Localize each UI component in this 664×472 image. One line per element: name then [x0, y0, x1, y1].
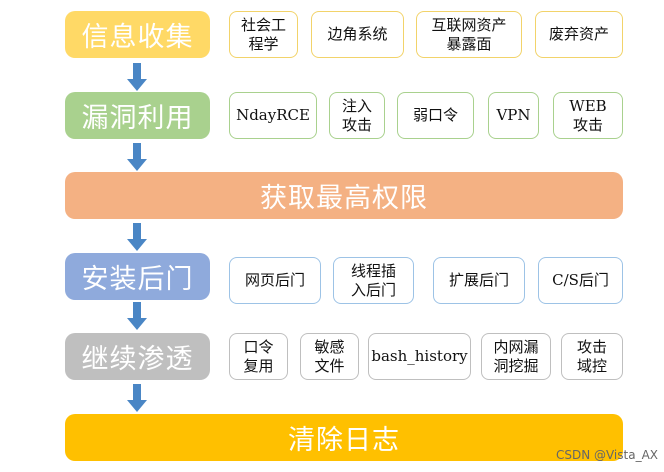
stage-lateral-movement: 继续渗透 — [65, 333, 210, 380]
item-injection-attack: 注入 攻击 — [329, 92, 385, 139]
item-cs-backdoor: C/S后门 — [538, 257, 623, 304]
item-bash-history: bash_history — [368, 333, 471, 380]
down-arrow-icon — [127, 302, 147, 330]
item-thread-injection-backdoor: 线程插 入后门 — [333, 257, 414, 304]
item-social-engineering: 社会工 程学 — [229, 11, 298, 58]
item-attack-domain-controller: 攻击 域控 — [561, 333, 623, 380]
item-sensitive-files: 敏感 文件 — [300, 333, 359, 380]
stage-exploitation: 漏洞利用 — [65, 92, 210, 139]
item-web-attack: WEB 攻击 — [553, 92, 623, 139]
down-arrow-icon — [127, 63, 147, 91]
down-arrow-icon — [127, 223, 147, 251]
item-vpn: VPN — [488, 92, 539, 139]
item-internet-exposure: 互联网资产 暴露面 — [416, 11, 522, 58]
down-arrow-icon — [127, 384, 147, 412]
item-password-reuse: 口令 复用 — [229, 333, 288, 380]
item-extension-backdoor: 扩展后门 — [433, 257, 525, 304]
watermark: CSDN @Vista_AX — [555, 448, 658, 462]
item-intranet-vuln-hunting: 内网漏 洞挖掘 — [481, 333, 551, 380]
item-nday-rce: NdayRCE — [229, 92, 317, 139]
down-arrow-icon — [127, 143, 147, 171]
item-abandoned-assets: 废弃资产 — [535, 11, 623, 58]
item-edge-systems: 边角系统 — [311, 11, 404, 58]
item-web-backdoor: 网页后门 — [229, 257, 321, 304]
stage-privilege-escalation: 获取最高权限 — [65, 172, 623, 219]
item-weak-password: 弱口令 — [397, 92, 474, 139]
stage-clear-logs: 清除日志 — [65, 414, 623, 461]
stage-install-backdoor: 安装后门 — [65, 253, 210, 300]
stage-info-gathering: 信息收集 — [65, 11, 210, 58]
